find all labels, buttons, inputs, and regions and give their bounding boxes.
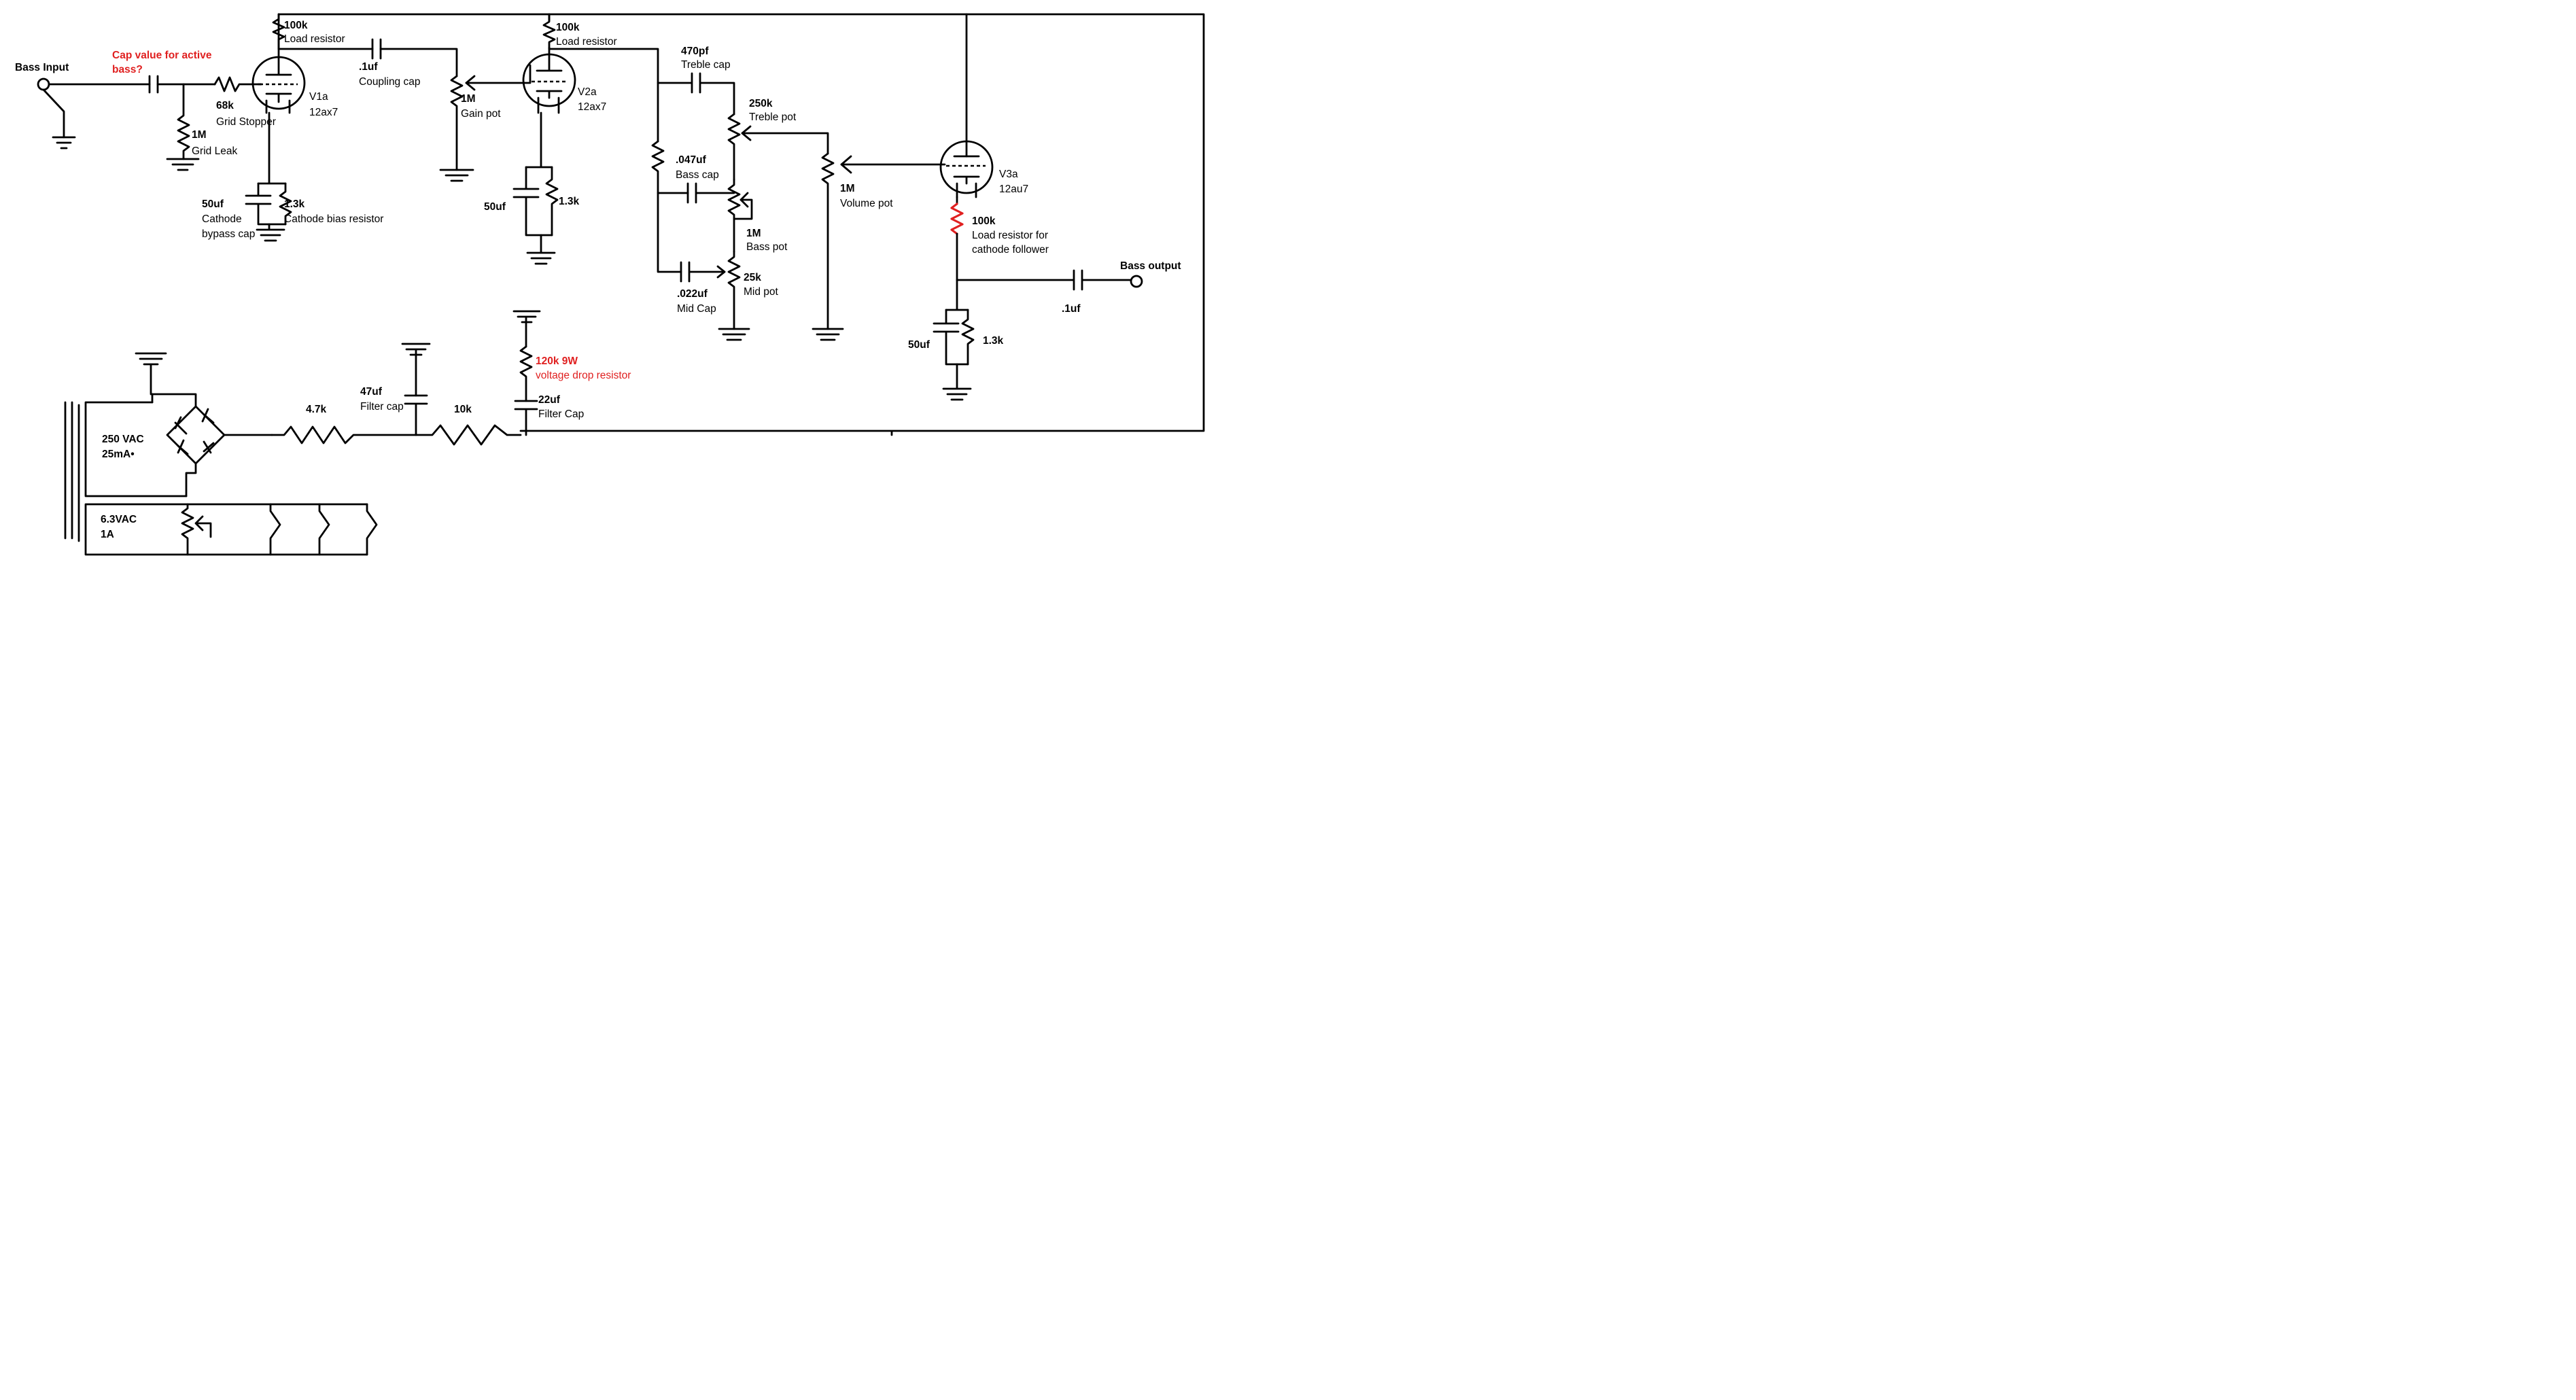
bridge-rectifier <box>166 405 273 497</box>
psu-drop-value: 120k 9W <box>536 355 578 367</box>
v3-name: V3a <box>999 169 1018 180</box>
volume-pot-label: Volume pot <box>840 198 893 209</box>
treble-capacitor <box>657 72 735 116</box>
grid-stopper-value: 68k <box>216 100 234 111</box>
v2-cathode-cap-value: 50uf <box>484 201 506 213</box>
bass-pot-value: 1M <box>746 228 761 239</box>
psu-r2-value: 10k <box>454 404 472 415</box>
grid-stopper-label: Grid Stopper <box>216 116 276 128</box>
transformer-core <box>64 401 80 542</box>
v1-type: 12ax7 <box>309 107 338 118</box>
v2-load-label: Load resistor <box>556 36 617 48</box>
bass-pot <box>727 178 753 253</box>
mid-pot <box>718 250 750 341</box>
grid-leak-value: 1M <box>192 129 207 141</box>
v1-cathode-res-label: Cathode bias resistor <box>284 213 383 225</box>
grid-leak-resistor <box>166 83 200 171</box>
v3-load-label2: cathode follower <box>972 244 1049 256</box>
treble-pot-value: 250k <box>749 98 773 109</box>
v1-load-resistor <box>272 13 285 50</box>
coupling-cap-label: Coupling cap <box>359 76 420 88</box>
mid-capacitor <box>680 261 726 283</box>
v1-cathode-network <box>245 111 292 242</box>
psu-drop-label: voltage drop resistor <box>536 370 631 381</box>
active-bass-note-line1: Cap value for active <box>112 50 212 61</box>
coupling-capacitor <box>371 38 458 77</box>
psu-filter-cap-47uf <box>401 343 431 436</box>
v3-load-value: 100k <box>972 215 996 227</box>
hv-voltage-line2: 25mA• <box>102 449 135 460</box>
bass-cap-value: .047uf <box>676 154 707 166</box>
heater-voltage-line1: 6.3VAC <box>101 514 137 525</box>
v1-cathode-cap-value: 50uf <box>202 198 224 210</box>
v3-cathode-cap-value: 50uf <box>908 339 930 351</box>
psu-filter1-value: 47uf <box>360 386 383 398</box>
volume-pot <box>812 152 946 341</box>
v1-cathode-res-value: 1.3k <box>284 198 305 210</box>
input-capacitor <box>148 75 216 94</box>
gain-pot <box>439 64 532 182</box>
treble-cap-label: Treble cap <box>681 59 731 71</box>
v2-type: 12ax7 <box>578 101 606 113</box>
tone-slope-resistor <box>651 140 689 273</box>
psu-resistor-4k7 <box>271 425 417 444</box>
output-cap-value: .1uf <box>1062 303 1081 315</box>
psu-filter1-label: Filter cap <box>360 401 404 413</box>
treble-cap-value: 470pf <box>681 46 709 57</box>
bass-input-label: Bass Input <box>15 62 69 73</box>
v1-cathode-cap-label1: Cathode <box>202 213 242 225</box>
mid-cap-label: Mid Cap <box>677 303 716 315</box>
hv-secondary <box>84 352 197 497</box>
active-bass-note-line2: bass? <box>112 64 143 75</box>
v3-cathode-res-value: 1.3k <box>983 335 1004 347</box>
output-capacitor <box>956 269 1143 291</box>
mid-pot-label: Mid pot <box>744 286 779 298</box>
mid-pot-value: 25k <box>744 272 761 283</box>
psu-filter2-value: 22uf <box>538 394 561 406</box>
bass-capacitor <box>686 182 735 204</box>
heater-secondary <box>84 503 378 556</box>
gain-pot-label: Gain pot <box>461 108 501 120</box>
mid-cap-value: .022uf <box>677 288 708 300</box>
treble-pot-label: Treble pot <box>749 111 797 123</box>
v2-cathode-network <box>512 111 559 265</box>
psu-resistor-10k <box>415 424 522 446</box>
input-jack <box>37 77 151 150</box>
v1-load-label: Load resistor <box>284 33 345 45</box>
bass-output-label: Bass output <box>1120 260 1181 272</box>
v1-load-value: 100k <box>284 20 308 31</box>
v2-load-resistor <box>542 13 659 143</box>
heater-voltage-line2: 1A <box>101 529 114 540</box>
v1-cathode-cap-label2: bypass cap <box>202 228 255 240</box>
v3-cathode-network <box>933 279 975 401</box>
tube-v3 <box>939 140 994 198</box>
volume-pot-value: 1M <box>840 183 855 194</box>
v3-load-resistor <box>950 196 964 281</box>
v2-load-value: 100k <box>556 22 580 33</box>
gain-pot-value: 1M <box>461 93 476 105</box>
v2-name: V2a <box>578 86 597 98</box>
hv-voltage-line1: 250 VAC <box>102 434 144 445</box>
treble-pot <box>727 113 829 181</box>
bass-cap-label: Bass cap <box>676 169 719 181</box>
v2-cathode-res-value: 1.3k <box>559 196 580 207</box>
psu-r1-value: 4.7k <box>306 404 327 415</box>
v1-name: V1a <box>309 91 328 103</box>
v3-load-label1: Load resistor for <box>972 230 1048 241</box>
psu-filter2-label: Filter Cap <box>538 408 584 420</box>
v3-type: 12au7 <box>999 183 1028 195</box>
tube-v2 <box>522 46 576 114</box>
coupling-cap-value: .1uf <box>359 61 378 73</box>
bass-pot-label: Bass pot <box>746 241 788 253</box>
grid-leak-label: Grid Leak <box>192 145 237 157</box>
psu-drop-resistor <box>512 310 541 436</box>
grid-stopper-resistor <box>213 76 262 92</box>
